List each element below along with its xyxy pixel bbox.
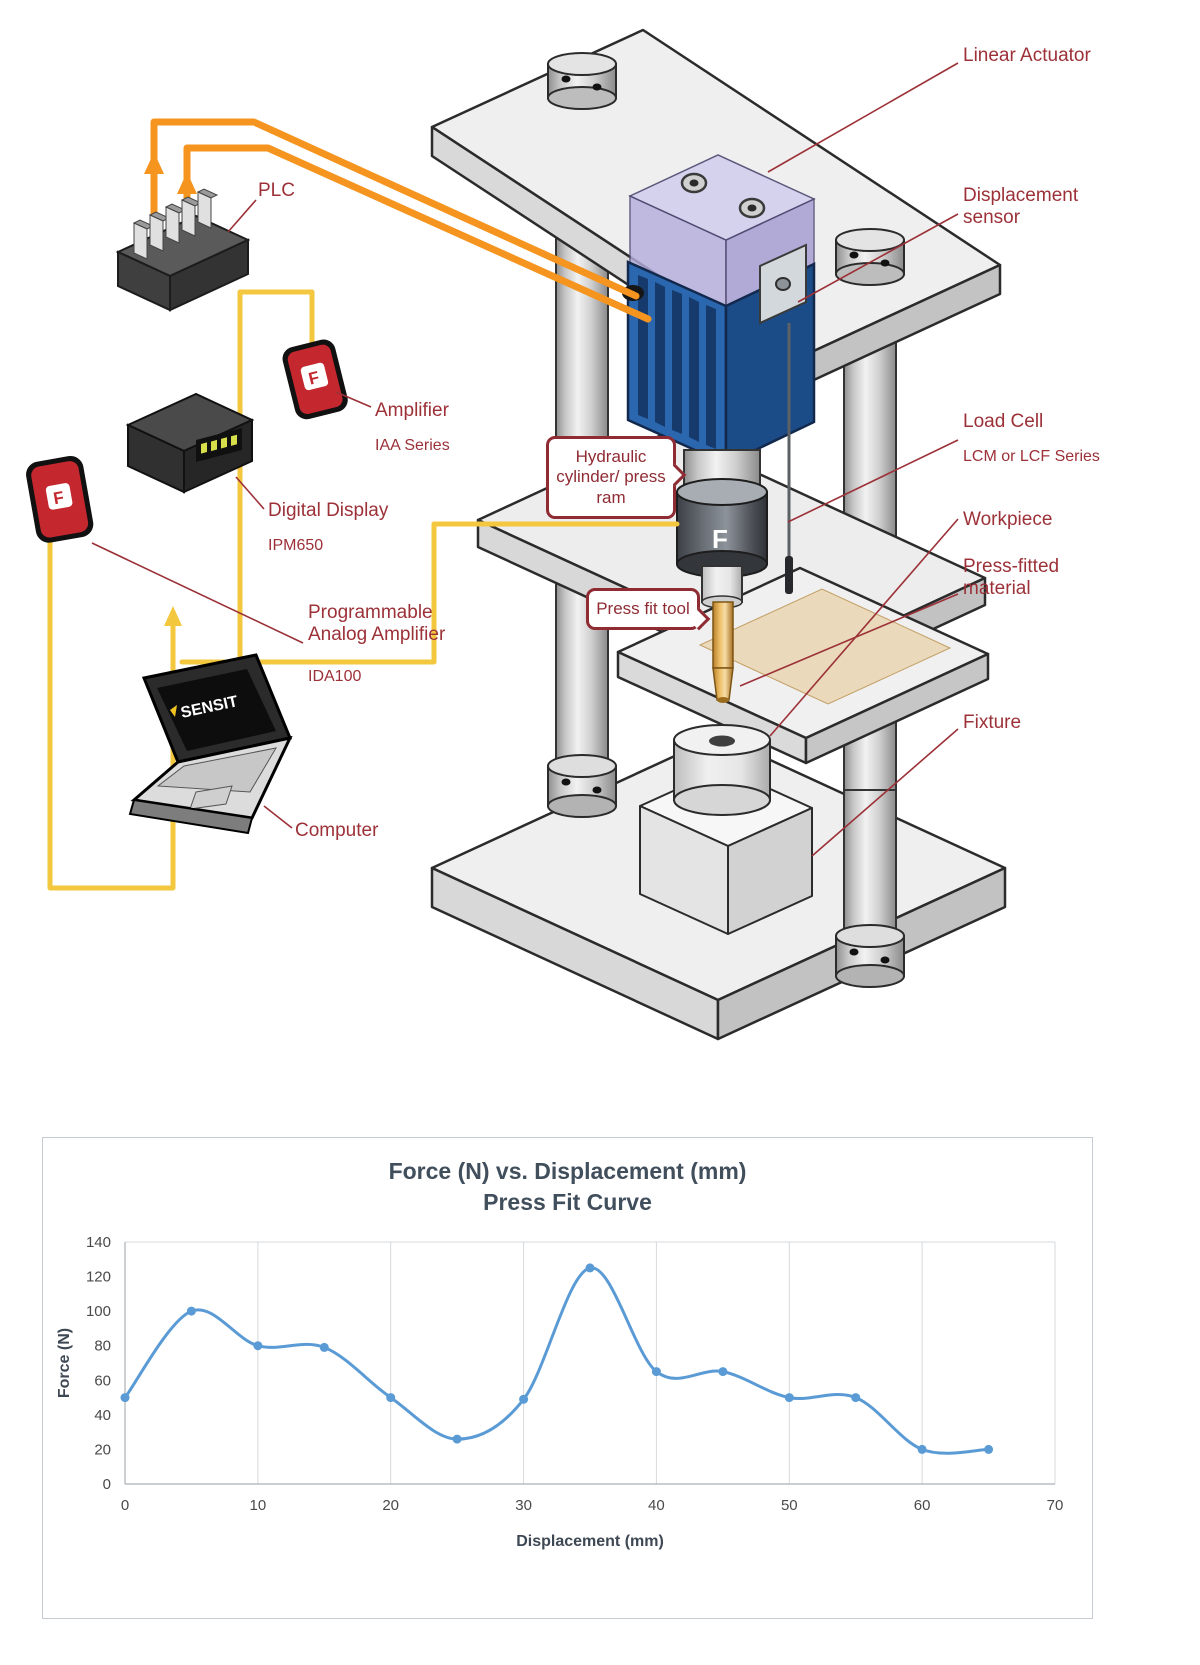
leader-computer <box>263 805 293 829</box>
svg-text:10: 10 <box>250 1497 267 1514</box>
press-fit-curve-chart: 0 20 40 60 80 100 120 140 0 10 20 30 40 50 60 70Displac… <box>56 1234 1064 1550</box>
svg-text:140: 140 <box>86 1234 111 1251</box>
svg-text:0: 0 <box>103 1476 111 1493</box>
label-programmable-analog-amplifier: Programmable Analog Amplifier <box>308 602 446 646</box>
workpiece-cylinder <box>673 724 771 816</box>
amplifier-device: F <box>282 339 348 420</box>
svg-text:70: 70 <box>1047 1497 1064 1514</box>
right-column-bottom-collar <box>835 924 905 988</box>
callout-press-fit-tool-text: Press fit tool <box>596 599 690 618</box>
laptop-keyboard <box>156 747 277 793</box>
svg-text:40: 40 <box>648 1497 665 1514</box>
label-load-cell-series: LCM or LCF Series <box>963 448 1100 465</box>
yellow-wire-display <box>237 289 315 665</box>
orange-arrow-icon-1 <box>144 152 164 174</box>
plc-device <box>115 188 251 312</box>
press-fitted-sheet <box>698 588 952 705</box>
label-amplifier-series: IAA Series <box>375 437 450 454</box>
leader-press-fitted <box>739 593 959 687</box>
svg-text:60: 60 <box>914 1497 931 1514</box>
leader-linear-actuator <box>767 62 959 173</box>
svg-text:Force (N): Force (N) <box>56 1328 73 1398</box>
left-column-top-cap <box>547 52 617 110</box>
analog-amplifier-brand-logo-icon: F <box>52 488 66 509</box>
leader-analog-amplifier <box>91 542 304 644</box>
label-amplifier: Amplifier <box>375 400 449 421</box>
label-analog-amplifier-model: IDA100 <box>308 668 362 685</box>
leader-fixture <box>811 728 959 857</box>
leader-digital-display <box>235 476 265 510</box>
label-digital-display: Digital Display <box>268 500 389 521</box>
right-column-top-cap <box>835 228 905 286</box>
label-computer: Computer <box>295 820 379 841</box>
amplifier-brand-logo-icon: F <box>307 368 322 389</box>
svg-text:0: 0 <box>121 1497 129 1514</box>
plc-modules <box>132 188 219 260</box>
svg-text:60: 60 <box>94 1372 111 1389</box>
svg-text:Displacement (mm): Displacement (mm) <box>516 1533 664 1550</box>
press-fit-chart-panel: Force (N) vs. Displacement (mm) Press Fi… <box>42 1137 1093 1619</box>
callout-hydraulic-cylinder: Hydraulic cylinder/ press ram <box>546 436 687 520</box>
displacement-sensor-device <box>759 243 807 594</box>
yellow-wire-computer <box>47 483 176 891</box>
leader-amplifier <box>335 391 372 408</box>
signal-wires <box>47 118 680 891</box>
label-displacement-sensor: Displacement sensor <box>963 185 1079 229</box>
analog-amplifier-device: F <box>26 455 94 543</box>
digital-display-device <box>125 392 255 494</box>
label-load-cell: Load Cell <box>963 411 1044 432</box>
callout-hydraulic-cylinder-text: Hydraulic cylinder/ press ram <box>556 447 666 507</box>
chart-title-line2: Press Fit Curve <box>483 1189 652 1216</box>
svg-text:80: 80 <box>94 1338 111 1355</box>
svg-text:120: 120 <box>86 1269 111 1286</box>
leader-lines <box>91 62 959 857</box>
label-plc: PLC <box>258 180 295 201</box>
svg-text:20: 20 <box>94 1441 111 1458</box>
display-window <box>196 428 242 462</box>
label-press-fitted-material: Press-fitted material <box>963 556 1060 600</box>
orange-arrow-icon-2 <box>177 172 197 194</box>
press-fit-tool-shape <box>701 565 743 703</box>
leader-workpiece <box>769 518 959 737</box>
laptop-computer: SENSIT <box>128 653 293 835</box>
load-cell-brand-logo-icon: F <box>712 524 728 554</box>
laptop-trackpad <box>189 785 233 810</box>
label-fixture: Fixture <box>963 712 1022 733</box>
leader-plc <box>227 199 257 233</box>
leader-load-cell <box>787 439 959 523</box>
svg-text:40: 40 <box>94 1407 111 1424</box>
label-digital-display-model: IPM650 <box>268 537 324 554</box>
yellow-arrow-icon <box>164 606 182 626</box>
display-digits <box>201 434 237 454</box>
callout-press-fit-tool: Press fit tool <box>586 588 711 631</box>
svg-text:20: 20 <box>382 1497 399 1514</box>
label-linear-actuator: Linear Actuator <box>963 45 1091 66</box>
label-workpiece: Workpiece <box>963 509 1053 530</box>
left-column-bottom-collar <box>547 754 617 818</box>
svg-text:30: 30 <box>515 1497 532 1514</box>
press-machine-diagram: F <box>26 28 1007 1041</box>
yellow-wire-loadcell <box>179 521 680 665</box>
leader-displacement-sensor <box>797 213 959 303</box>
svg-text:50: 50 <box>781 1497 798 1514</box>
actuator-fins <box>638 275 716 449</box>
load-cell-device: F <box>676 478 768 578</box>
chart-title-line1: Force (N) vs. Displacement (mm) <box>388 1158 747 1184</box>
svg-text:100: 100 <box>86 1303 111 1320</box>
laptop-logo-mark-icon <box>170 705 177 717</box>
